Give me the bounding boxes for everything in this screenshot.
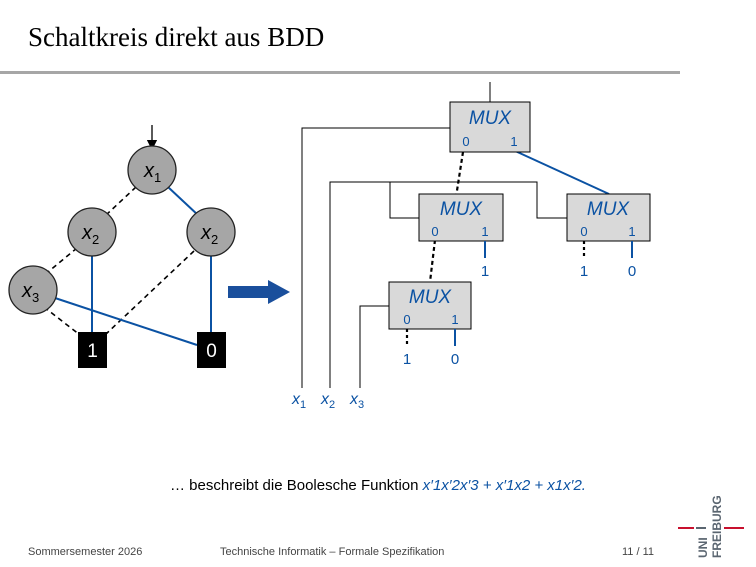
wire-top-low xyxy=(454,151,465,198)
svg-text:UNI: UNI xyxy=(696,537,710,558)
select-wire-x2-left-branch xyxy=(389,182,419,219)
edge-x1-x2a-low xyxy=(104,186,137,217)
mux-left: MUX 0 1 xyxy=(418,193,504,242)
mux-right: MUX 0 1 xyxy=(566,193,651,242)
mux-bottom: MUX 0 1 xyxy=(388,281,472,330)
svg-text:0: 0 xyxy=(451,351,459,368)
svg-text:x2: x2 xyxy=(81,222,99,247)
svg-text:1: 1 xyxy=(451,312,458,327)
svg-text:1: 1 xyxy=(510,134,517,149)
bdd-circuit-diagram: x1 x2 x2 x3 1 0 xyxy=(8,82,651,411)
edge-x3-one-low xyxy=(43,306,81,336)
university-logo: UNI FREIBURG xyxy=(678,495,744,558)
svg-text:0: 0 xyxy=(431,224,438,239)
bdd-node-x2-left: x2 xyxy=(67,207,117,257)
svg-text:x2: x2 xyxy=(200,222,218,247)
svg-text:1: 1 xyxy=(481,263,489,280)
edge-x2b-one-low xyxy=(105,250,195,335)
bdd-node-x3: x3 xyxy=(8,265,58,315)
svg-text:MUX: MUX xyxy=(409,287,453,308)
transform-arrow-icon xyxy=(228,280,290,304)
svg-text:MUX: MUX xyxy=(469,108,513,129)
bdd-node-x2-right: x2 xyxy=(186,207,236,257)
edge-x1-x2b-high xyxy=(167,186,200,217)
svg-text:x1: x1 xyxy=(291,391,306,411)
slide-title: Schaltkreis direkt aus BDD xyxy=(28,22,325,52)
svg-text:0: 0 xyxy=(403,312,410,327)
function-caption: … beschreibt die Boolesche Funktion x′1x… xyxy=(0,477,756,494)
svg-text:1: 1 xyxy=(403,351,411,368)
select-wire-x1 xyxy=(301,127,450,388)
wire-top-high xyxy=(512,149,610,195)
wire-left-low xyxy=(428,239,437,283)
svg-text:x3: x3 xyxy=(349,391,364,411)
footer-page-number: 11 / 11 xyxy=(622,546,655,558)
svg-text:0: 0 xyxy=(580,224,587,239)
svg-text:1: 1 xyxy=(481,224,488,239)
caption-text: … beschreibt die Boolesche Funktion xyxy=(170,477,423,494)
bdd-terminal-zero: 0 xyxy=(197,332,226,368)
title-rule xyxy=(0,71,680,74)
svg-text:x2: x2 xyxy=(320,391,335,411)
svg-text:1: 1 xyxy=(628,224,635,239)
bdd-terminal-one: 1 xyxy=(78,332,107,368)
boolean-formula: x′1x′2x′3 + x′1x2 + x1x′2. xyxy=(422,477,586,494)
svg-text:MUX: MUX xyxy=(440,199,484,220)
bdd-node-x1: x1 xyxy=(127,145,177,195)
mux-bottom-inputs: 1 0 xyxy=(403,329,459,368)
edge-x3-zero-high xyxy=(51,296,198,346)
svg-text:1: 1 xyxy=(87,341,98,362)
footer-course: Technische Informatik – Formale Spezifik… xyxy=(220,546,445,558)
svg-text:0: 0 xyxy=(462,134,469,149)
svg-text:0: 0 xyxy=(628,263,636,280)
mux-top: MUX 0 1 xyxy=(449,101,531,153)
svg-text:FREIBURG: FREIBURG xyxy=(710,495,724,558)
mux-left-inputs: 1 xyxy=(481,241,489,280)
svg-text:x1: x1 xyxy=(143,160,161,185)
svg-text:MUX: MUX xyxy=(587,199,631,220)
bdd-graph: x1 x2 x2 x3 1 0 xyxy=(8,125,236,368)
svg-text:0: 0 xyxy=(206,341,217,362)
circuit-input-labels: x1 x2 x3 xyxy=(291,391,364,411)
mux-right-inputs: 1 0 xyxy=(580,241,636,280)
svg-text:1: 1 xyxy=(580,263,588,280)
select-wire-x2 xyxy=(329,181,567,388)
select-wire-x3 xyxy=(359,305,389,388)
mux-circuit: MUX 0 1 MUX 0 1 MUX 0 1 MUX 0 1 1 xyxy=(291,82,651,411)
footer-semester: Sommersemester 2026 xyxy=(28,546,143,558)
svg-text:x3: x3 xyxy=(21,280,39,305)
edge-x2a-x3-low xyxy=(47,247,78,273)
